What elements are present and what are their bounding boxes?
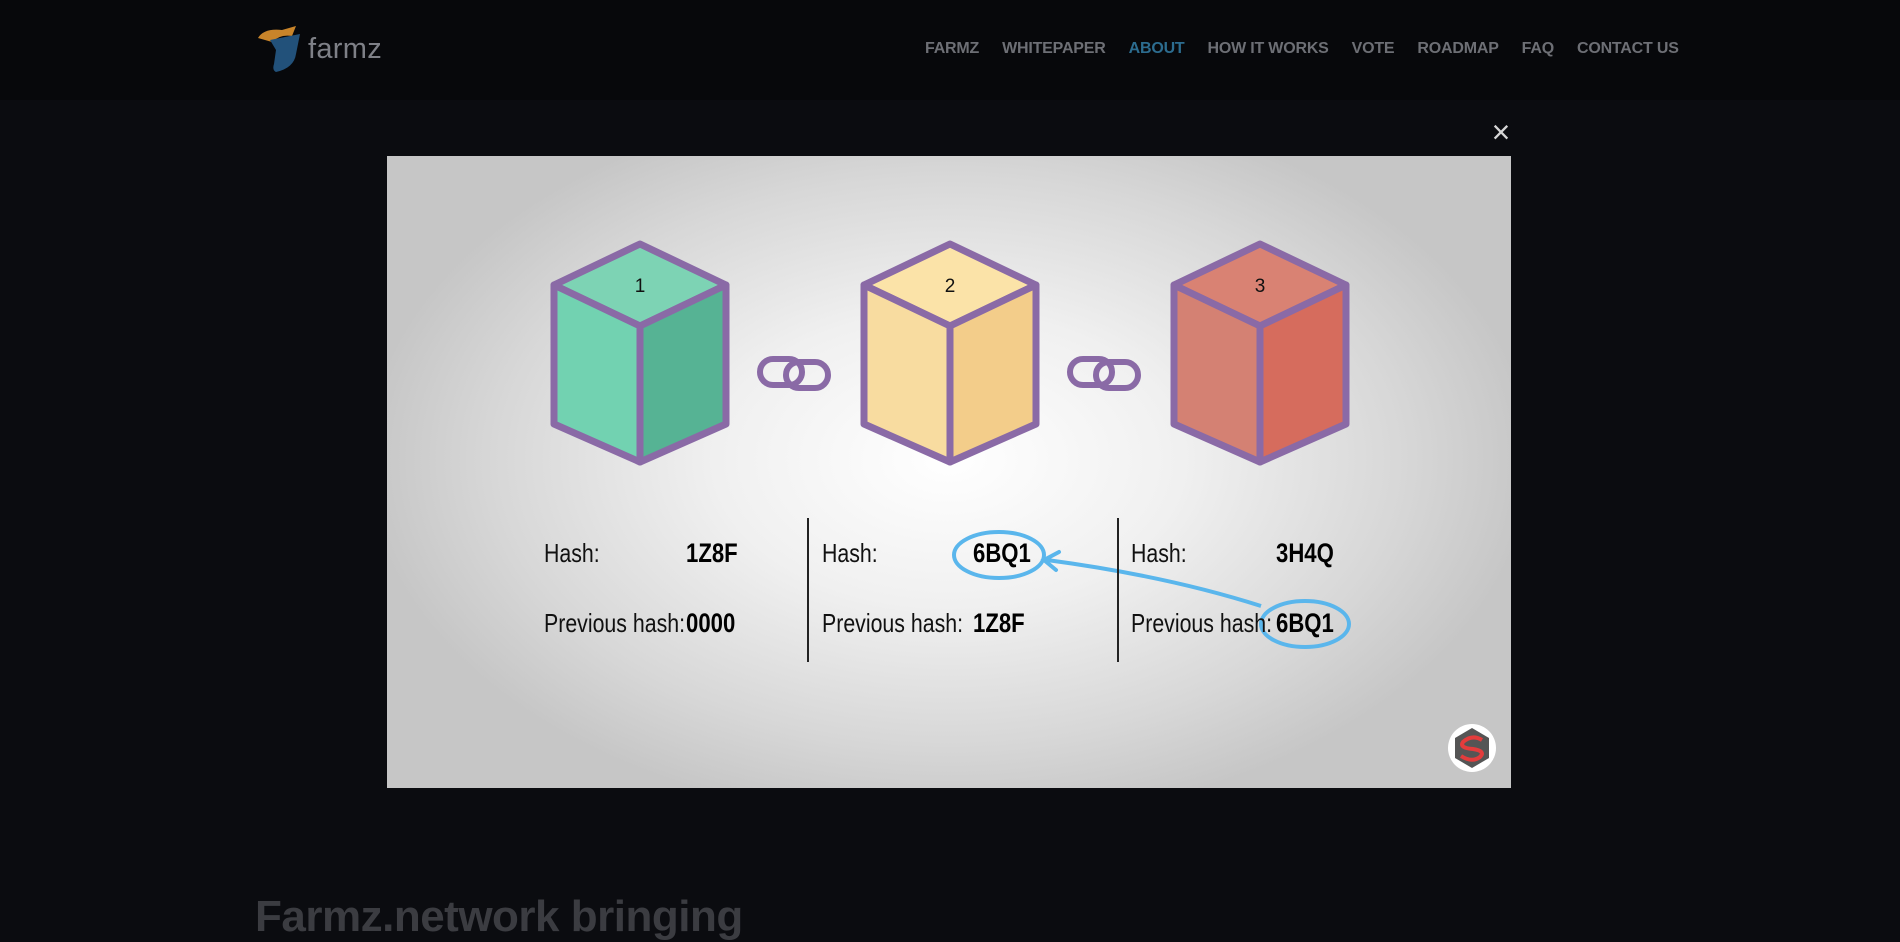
chain-link-icon [757, 356, 831, 391]
block-cube-3: 3 [1170, 240, 1350, 466]
page-headline: Farmz.network bringing [255, 892, 743, 941]
brand-name: farmz [308, 32, 382, 65]
top-navigation-bar: farmz FARMZ WHITEPAPER ABOUT HOW IT WORK… [0, 0, 1900, 100]
hash-label: Hash: [1131, 538, 1187, 568]
hash-label: Hash: [822, 538, 878, 568]
nav-item-contact-us[interactable]: CONTACT US [1576, 40, 1679, 57]
hash-value: 3H4Q [1276, 538, 1334, 568]
image-lightbox: 1 2 3 [387, 156, 1511, 788]
nav-item-how-it-works[interactable]: HOW IT WORKS [1207, 40, 1329, 57]
nav-item-whitepaper[interactable]: WHITEPAPER [1002, 40, 1106, 57]
arrow-head [1040, 550, 1061, 572]
nav-item-vote[interactable]: VOTE [1351, 40, 1395, 57]
link-arrow [1046, 558, 1262, 608]
block-number-1: 1 [635, 276, 646, 297]
farmz-logo-icon [258, 26, 300, 72]
previous-hash-label: Previous hash: [822, 608, 964, 638]
previous-hash-value: 6BQ1 [1276, 608, 1334, 638]
nav-item-about[interactable]: ABOUT [1128, 40, 1185, 57]
hash-value: 6BQ1 [973, 538, 1031, 568]
nav-item-farmz[interactable]: FARMZ [925, 40, 980, 57]
blockchain-illustration: 1 2 3 [550, 240, 1496, 772]
nav-item-roadmap[interactable]: ROADMAP [1417, 40, 1499, 57]
block-number-2: 2 [945, 276, 956, 297]
brand-logo[interactable]: farmz [256, 24, 382, 74]
previous-hash-value: 0000 [686, 608, 736, 638]
close-icon[interactable]: × [1491, 114, 1511, 150]
column-divider [1117, 518, 1119, 662]
block-cube-2: 2 [860, 240, 1040, 466]
s-logo-icon[interactable] [1448, 724, 1496, 772]
column-divider [807, 518, 809, 662]
hash-table: Hash: 1Z8F Previous hash: 0000 Hash: 6BQ… [387, 156, 1511, 788]
previous-hash-label: Previous hash: [1131, 608, 1273, 638]
prev-hash-highlight-ring [1259, 599, 1351, 649]
chain-link-icon [1067, 356, 1141, 391]
previous-hash-label: Previous hash: [544, 608, 686, 638]
previous-hash-value: 1Z8F [973, 608, 1025, 638]
hash-value: 1Z8F [686, 538, 738, 568]
hash-label: Hash: [544, 538, 600, 568]
block-number-3: 3 [1255, 276, 1266, 297]
hash-highlight-ring [952, 530, 1046, 580]
nav-item-faq[interactable]: FAQ [1521, 40, 1554, 57]
main-nav: FARMZ WHITEPAPER ABOUT HOW IT WORKS VOTE… [925, 40, 1702, 58]
block-cube-1: 1 [550, 240, 730, 466]
